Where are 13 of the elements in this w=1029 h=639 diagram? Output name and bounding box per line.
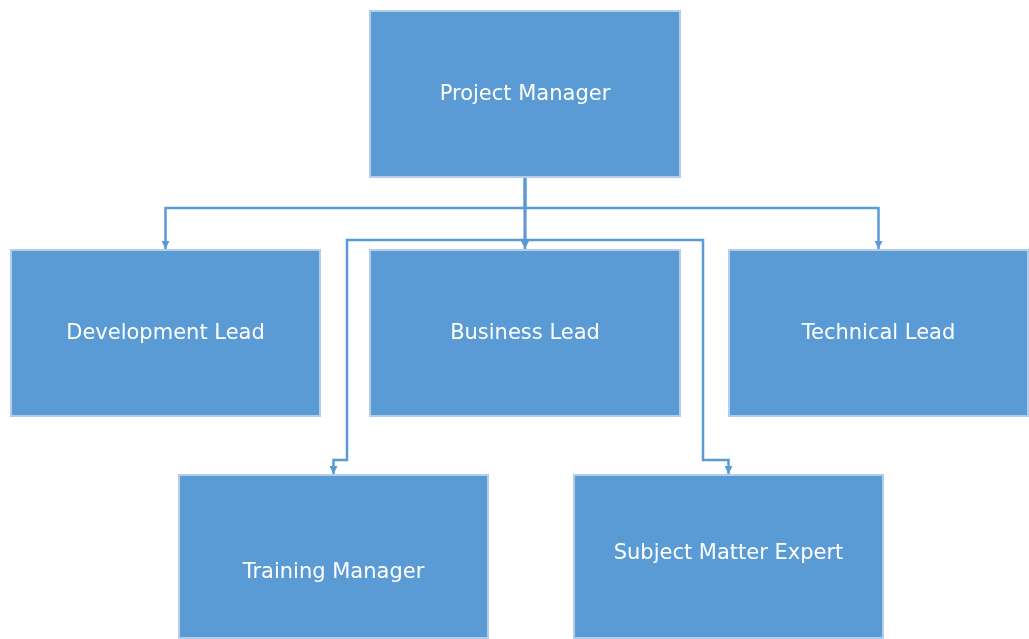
connector-arrow [523, 178, 733, 474]
role-box [178, 474, 489, 639]
role-title: Development Lead [65, 319, 266, 347]
role-box [10, 249, 321, 417]
role-title: Technical Lead [800, 319, 957, 347]
role-box [369, 249, 681, 417]
role-box [369, 10, 681, 178]
role-title: Training Manager [241, 557, 426, 585]
role-box [573, 474, 884, 639]
role-box [728, 249, 1029, 417]
role-title: Subject Matter Expert [612, 538, 845, 566]
role-title: Project Manager [438, 80, 612, 108]
role-title: Business Lead [449, 319, 601, 347]
